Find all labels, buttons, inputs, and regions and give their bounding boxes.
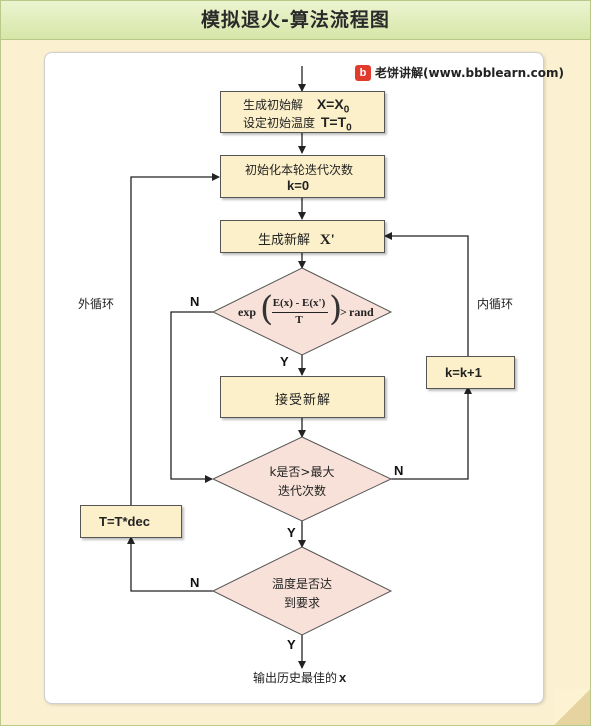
max-iter-line1: k是否>最大 — [269, 465, 335, 479]
k-increment-text: k=k+1 — [445, 365, 482, 380]
accept-no-label: N — [190, 294, 200, 309]
title-bar: 模拟退火-算法流程图 — [1, 1, 590, 40]
temperature-yes-label: Y — [287, 637, 296, 652]
temperature-update-text: T=T*dec — [99, 514, 150, 529]
formula-op: > — [340, 305, 347, 319]
max-iter-line2: 迭代次数 — [277, 484, 326, 498]
max-iter-text: k是否>最大 迭代次数 — [242, 463, 362, 499]
temperature-diamond — [211, 546, 393, 636]
accept-condition-formula: exp ( E(x) - E(x') T ) > rand — [234, 292, 374, 332]
init-x-eq: X=X — [316, 96, 344, 112]
new-solution-text: 生成新解 — [258, 233, 311, 248]
formula-denominator: T — [295, 314, 303, 326]
accept-condition-diamond — [211, 267, 393, 356]
init-k-box: 初始化本轮迭代次数 k=0 — [220, 155, 385, 198]
max-iter-no-label: N — [394, 463, 404, 478]
close-paren: ) — [329, 289, 343, 329]
temperature-update-box: T=T*dec — [80, 505, 182, 538]
brand-logo-icon: b — [355, 64, 371, 81]
arrow-kinc-to-newsol — [384, 232, 469, 356]
accept-text: 接受新解 — [275, 393, 332, 408]
init-line1-text: 生成初始解 — [243, 98, 304, 112]
output-label: 输出历史最佳的 — [253, 671, 338, 685]
init-line2-text: 设定初始温度 — [243, 116, 316, 130]
temperature-no-label: N — [190, 575, 200, 590]
accept-yes-label: Y — [280, 354, 289, 369]
init-box: 生成初始解 X=X0 设定初始温度 T=T0 — [220, 91, 385, 133]
init-k-line2: k=0 — [287, 178, 310, 193]
exp-func: exp — [238, 305, 256, 319]
output-var: x — [339, 670, 347, 685]
inner-loop-label: 内循环 — [477, 297, 514, 311]
temperature-cond-line2: 到要求 — [283, 596, 320, 610]
init-x-sub: 0 — [343, 104, 350, 116]
outer-loop-label: 外循环 — [78, 297, 115, 311]
formula-rhs: rand — [349, 305, 374, 319]
arrow-tupdate-to-initk — [130, 173, 220, 505]
page-title: 模拟退火-算法流程图 — [201, 9, 390, 31]
init-k-line1: 初始化本轮迭代次数 — [245, 163, 354, 177]
max-iter-yes-label: Y — [287, 525, 296, 540]
temperature-cond-line1: 温度是否达 — [271, 577, 332, 591]
accept-box: 接受新解 — [220, 376, 385, 418]
init-t-sub: 0 — [346, 122, 352, 134]
page-fold-corner — [554, 689, 590, 725]
max-iter-diamond — [211, 436, 393, 522]
open-paren: ( — [260, 289, 274, 329]
temperature-cond-text: 温度是否达 到要求 — [242, 575, 362, 611]
brand-text: 老饼讲解(www.bbblearn.com) — [375, 66, 565, 80]
new-solution-var: X' — [319, 232, 335, 248]
arrow-temp-no — [127, 536, 213, 592]
brand-watermark[interactable]: b 老饼讲解(www.bbblearn.com) — [355, 62, 564, 82]
new-solution-box: 生成新解 X' — [220, 220, 385, 253]
k-increment-box: k=k+1 — [426, 356, 515, 389]
init-t-eq: T=T — [320, 114, 347, 130]
arrow-max-no — [391, 386, 472, 480]
formula-numerator: E(x) - E(x') — [272, 297, 326, 309]
arrow-cond-no — [170, 311, 213, 483]
fraction-bar — [272, 312, 328, 313]
